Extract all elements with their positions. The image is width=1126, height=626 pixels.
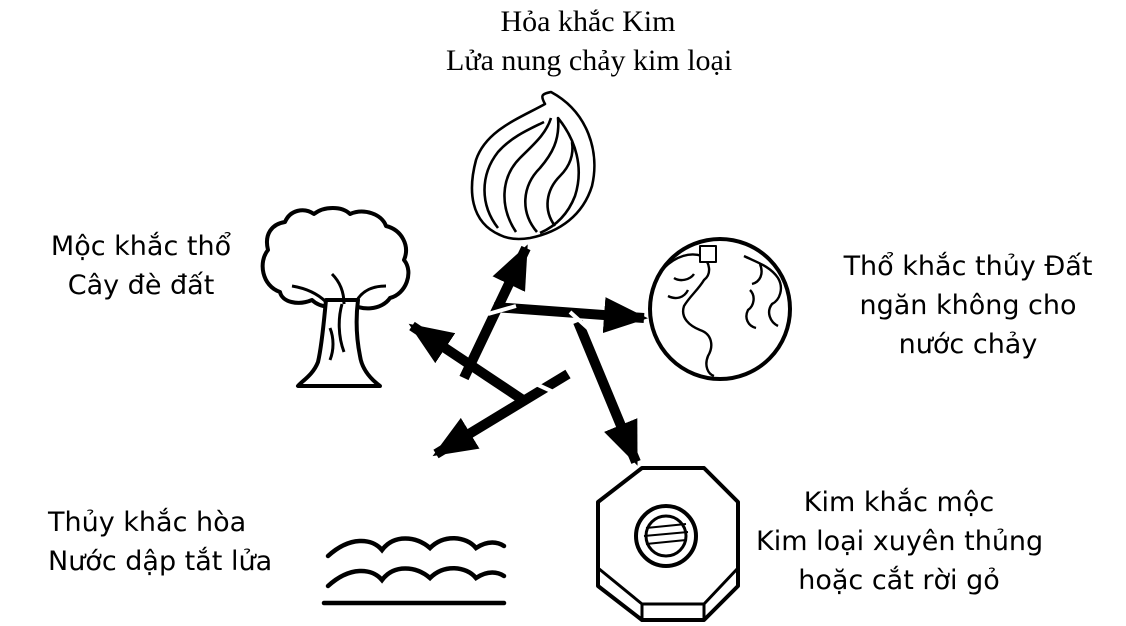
label-wood-line1: Mộc khắc thổ — [50, 231, 232, 262]
label-earth: Thổ khắc thủy Đất ngăn không cho nước ch… — [838, 247, 1098, 364]
arrow-wood-to-earth — [493, 297, 648, 334]
label-metal: Kim khắc mộc Kim loại xuyên thủng hoặc c… — [756, 483, 1044, 600]
globe-icon — [648, 237, 792, 381]
hex-nut-icon — [596, 466, 740, 622]
label-metal-line2: Kim loại xuyên thủng — [756, 526, 1044, 557]
label-fire-line2: Lửa nung chảy kim loại — [446, 44, 733, 77]
label-wood-line2: Cây đè đất — [67, 270, 215, 301]
tree-icon — [260, 206, 411, 388]
label-water-line2: Nước dập tắt lửa — [48, 546, 273, 577]
flame-icon — [470, 90, 596, 241]
label-water-line1: Thủy khắc hòa — [48, 507, 247, 538]
control-arrows — [408, 244, 648, 466]
label-earth-line3: nước chảy — [898, 329, 1038, 360]
label-fire: Hỏa khắc Kim Lửa nung chảy kim loại — [446, 2, 733, 80]
label-earth-line2: ngăn không cho — [859, 290, 1077, 321]
label-wood: Mộc khắc thổ Cây đè đất — [48, 227, 234, 305]
waves-icon — [321, 536, 507, 606]
label-metal-line3: hoặc cắt rời gỏ — [798, 565, 1000, 596]
arrow-fire-to-metal — [573, 320, 641, 466]
label-earth-line1: Thổ khắc thủy Đất — [843, 251, 1093, 282]
arrow-metal-to-wood — [408, 321, 529, 407]
label-metal-line1: Kim khắc mộc — [803, 487, 995, 518]
label-water: Thủy khắc hòa Nước dập tắt lửa — [48, 503, 288, 581]
label-fire-line1: Hỏa khắc Kim — [500, 5, 676, 38]
arrow-crossing-gaps — [487, 304, 592, 398]
